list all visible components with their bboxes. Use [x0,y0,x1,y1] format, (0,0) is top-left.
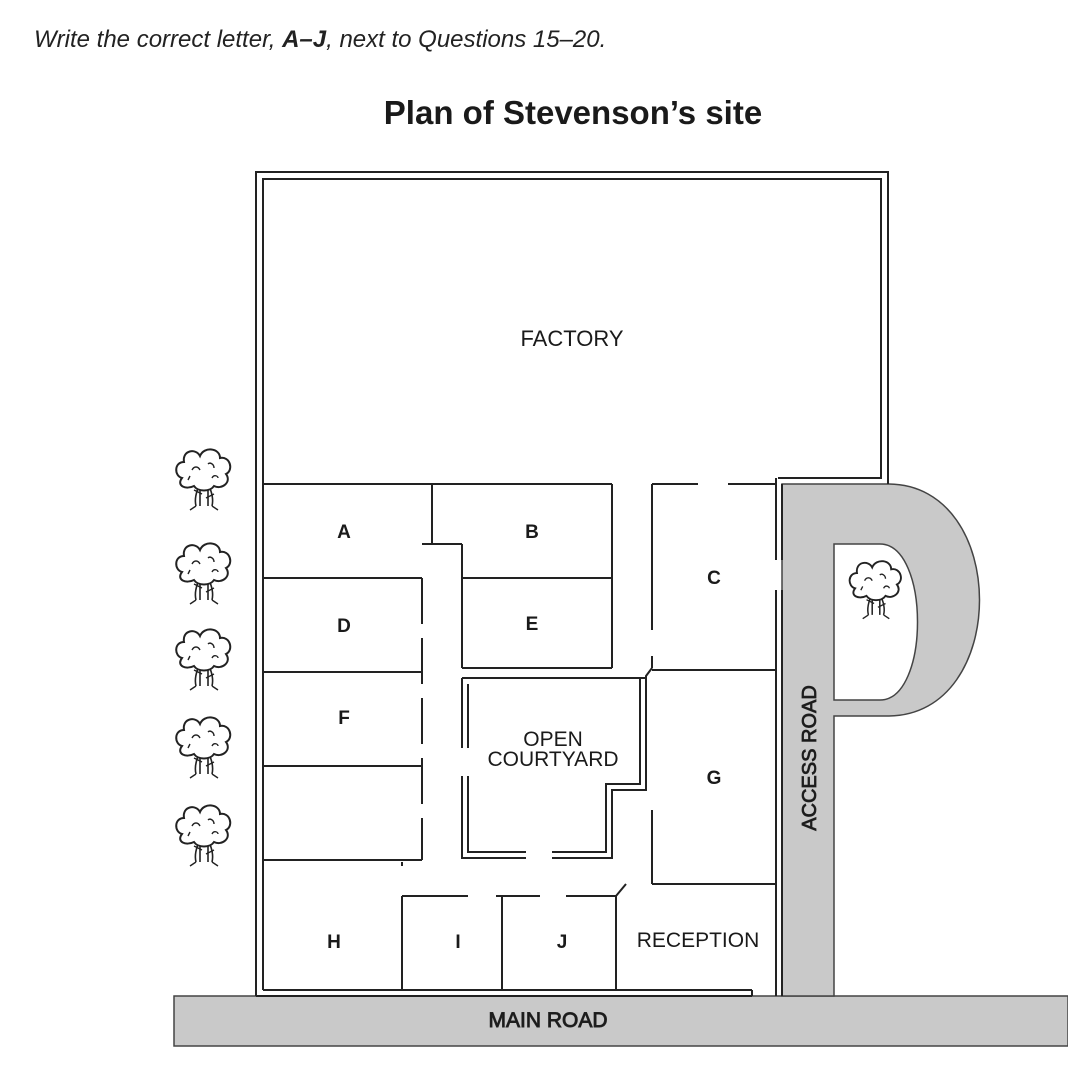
access-road-label: ACCESS ROAD [799,685,821,831]
letter-b: B [525,522,539,543]
letter-i: I [455,932,460,953]
boundary-bottom [256,989,753,997]
instruction-prefix: Write the correct letter, [34,26,283,53]
courtyard-wall [461,667,653,859]
letter-d: D [337,616,351,637]
main-road [173,995,1068,1047]
instruction-range: A–J [282,26,327,53]
letter-g: G [707,768,722,789]
tree-icon [175,804,232,867]
courtyard-label-line2: COURTYARD [487,748,618,771]
tree-icon [175,628,232,691]
reception-label: RECEPTION [637,929,760,952]
letter-h: H [327,932,341,953]
instruction-suffix: , next to Questions 15–20. [326,26,607,53]
factory-label: FACTORY [520,326,623,351]
tree-icon [175,716,232,779]
letter-e: E [526,614,539,635]
tree-icon [175,448,232,511]
courtyard-wall-inner [467,678,641,853]
courtyard-label-line1: OPEN [523,728,583,751]
letter-f: F [338,708,350,729]
letter-a: A [337,522,351,543]
boundary-inner [262,178,882,990]
access-road [781,483,981,997]
site-east-wall [775,478,783,996]
instruction-text: Write the correct letter, A–J, next to Q… [34,26,606,54]
boundary-outer [255,171,889,996]
main-road-label: MAIN ROAD [488,1009,607,1032]
letter-c: C [707,568,721,589]
tree-icon [848,560,902,620]
diagram-title: Plan of Stevenson’s site [383,94,763,131]
tree-icon [175,542,232,605]
room-wall [615,883,627,897]
letter-j: J [557,932,568,953]
